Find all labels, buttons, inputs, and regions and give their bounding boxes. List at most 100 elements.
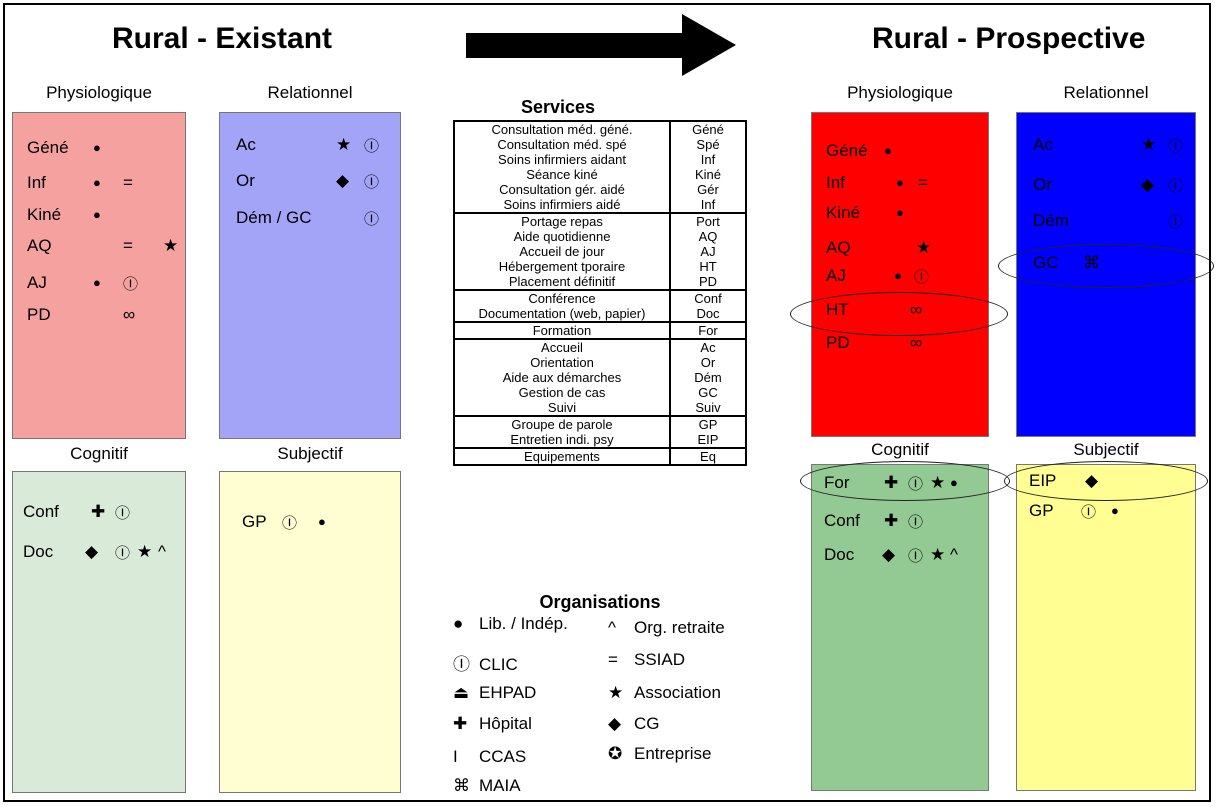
service-name-cell: Gestion de cas: [453, 385, 671, 400]
service-code-cell: GP: [669, 415, 747, 432]
bullet-icon: ●: [93, 140, 101, 155]
service-name-cell: Suivi: [453, 400, 671, 417]
diamond-icon: ◆: [336, 171, 350, 190]
service-code-label: Ac: [1033, 135, 1053, 154]
service-code-label: AQ: [826, 238, 851, 257]
service-code-cell: Suiv: [669, 400, 747, 417]
equals-icon: =: [608, 650, 618, 669]
star-icon: ★: [930, 545, 946, 564]
circled-i-icon: Ⓘ: [908, 548, 924, 565]
service-code-label: Kiné: [826, 203, 861, 222]
service-code-label: AJ: [826, 266, 846, 285]
service-code-label: Conf: [23, 502, 59, 521]
service-name-cell: Entretien indi. psy: [453, 432, 671, 449]
circled-i-icon: Ⓘ: [453, 655, 470, 674]
highlight-ellipse-ht: [790, 292, 1008, 336]
services-row: Consultation méd. géné.Géné: [453, 120, 747, 137]
legend-item-maia: ⌘MAIA: [453, 776, 521, 796]
equals-icon: =: [123, 236, 133, 255]
service-code-label: Géné: [826, 141, 868, 160]
bullet-icon: ●: [884, 143, 892, 158]
diamond-icon: ◆: [882, 545, 896, 564]
service-code-label: PD: [826, 333, 850, 352]
service-code-cell: For: [669, 321, 747, 340]
bullet-icon: ●: [1111, 503, 1119, 518]
service-name-cell: Hébergement tporaire: [453, 259, 671, 274]
service-code-cell: Doc: [669, 306, 747, 323]
highlight-ellipse-eip: [1004, 461, 1208, 501]
equals-icon: =: [123, 173, 133, 192]
service-code-label: Inf: [27, 173, 46, 192]
service-code-cell: Or: [669, 355, 747, 370]
legend-label: Org. retraite: [634, 618, 725, 637]
existing-cognitif-label: Cognitif: [70, 444, 128, 463]
service-name-cell: Accueil: [453, 338, 671, 355]
service-code-label: GP: [242, 512, 267, 531]
star-icon: ★: [1141, 135, 1157, 154]
legend-item-ehpad: ⏏EHPAD: [453, 683, 536, 703]
service-code-label: Dém / GC: [236, 208, 312, 227]
service-code-label: Dém: [1033, 211, 1069, 230]
service-code-cell: AJ: [669, 244, 747, 259]
service-code-cell: Conf: [669, 289, 747, 306]
service-code-cell: Ac: [669, 338, 747, 355]
command-icon: ⌘: [453, 776, 470, 795]
circled-i-icon: Ⓘ: [364, 211, 380, 228]
service-name-cell: Aide aux démarches: [453, 370, 671, 385]
service-code-cell: EIP: [669, 432, 747, 449]
right-arrow-icon: [466, 14, 736, 76]
service-name-cell: Placement définitif: [453, 274, 671, 291]
caret-icon: ^: [950, 545, 958, 564]
legend-label: CLIC: [479, 655, 518, 674]
circled-star-icon: ✪: [608, 744, 623, 763]
service-code-label: Or: [1033, 175, 1052, 194]
service-code-label: AQ: [27, 236, 52, 255]
legend-label: SSIAD: [634, 650, 686, 669]
service-name-cell: Equipements: [453, 447, 671, 466]
prospective-cognitif-label: Cognitif: [871, 440, 929, 459]
service-code-cell: HT: [669, 259, 747, 274]
existing-physio-label: Physiologique: [46, 83, 152, 102]
star-icon: ★: [916, 238, 932, 257]
legend-label: Entreprise: [634, 744, 712, 763]
service-name-cell: Orientation: [453, 355, 671, 370]
service-code-cell: Inf: [669, 152, 747, 167]
star-icon: ★: [163, 236, 179, 255]
service-code-cell: PD: [669, 274, 747, 291]
circled-i-icon: Ⓘ: [1081, 504, 1097, 521]
service-code-cell: Inf: [669, 197, 747, 214]
caret-icon: ^: [158, 542, 166, 561]
service-code-cell: Spé: [669, 137, 747, 152]
bullet-icon: ●: [896, 175, 904, 190]
service-name-cell: Groupe de parole: [453, 415, 671, 432]
service-name-cell: Consultation méd. spé: [453, 137, 671, 152]
infinity-icon: ∞: [910, 333, 923, 352]
legend-item-cg: ◆CG: [608, 714, 660, 734]
highlight-ellipse-gc: [998, 244, 1214, 288]
circled-i-icon: Ⓘ: [364, 174, 380, 191]
service-code-cell: Gér: [669, 182, 747, 197]
prospective-subjectif-label: Subjectif: [1073, 440, 1139, 459]
bullet-icon: ●: [453, 614, 464, 633]
service-code-label: Doc: [824, 545, 855, 564]
circled-i-icon: Ⓘ: [115, 505, 131, 522]
service-code-label: PD: [27, 305, 51, 324]
legend-label: CCAS: [479, 747, 527, 766]
